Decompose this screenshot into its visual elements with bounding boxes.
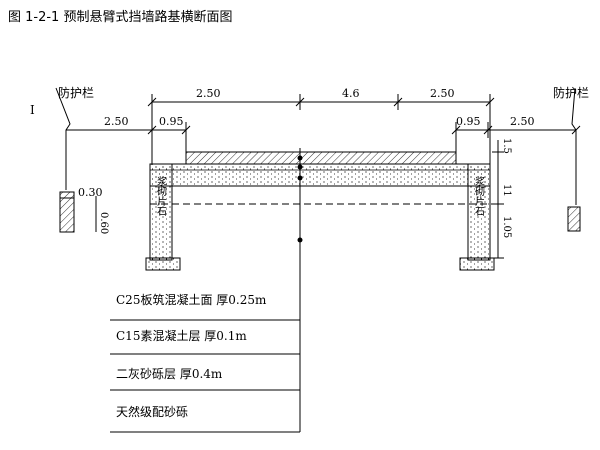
- dim-right-top-height: 1.5: [501, 138, 512, 154]
- right-wall-footing: [459, 257, 495, 271]
- layer-2: C15素混凝土层 厚0.1m: [116, 328, 247, 343]
- marker-left: I: [30, 103, 35, 117]
- guardrail-leaders: [55, 87, 577, 205]
- left-guardrail-post: [59, 191, 75, 233]
- base-layer: [149, 163, 491, 187]
- right-height-dims: [492, 140, 504, 259]
- right-wall-label-group: 浆砌片石: [473, 175, 485, 216]
- left-wall-label: 浆砌片石: [155, 175, 167, 216]
- label-right-guardrail: 防护栏: [553, 85, 589, 100]
- pavement-surface: [185, 151, 457, 165]
- left-wall-footing: [145, 257, 181, 271]
- right-wall-label: 浆砌片石: [473, 175, 485, 216]
- dim-right-side-height: 1.05: [501, 216, 512, 238]
- layer-table-lines: [110, 319, 300, 433]
- figure-title: 图 1-2-1 预制悬臂式挡墙路基横断面图: [8, 10, 233, 25]
- label-left-guardrail: 防护栏: [58, 85, 94, 100]
- layer-4: 天然级配砂砾: [116, 404, 188, 419]
- right-small-mark: 11: [501, 184, 512, 197]
- dim-left-cap: 0.95: [159, 115, 184, 128]
- layer-1: C25板筑混凝土面 厚0.25m: [116, 292, 267, 307]
- dim-right-wall: 2.50: [430, 87, 455, 100]
- dim-left-sidewalk: 2.50: [104, 115, 129, 128]
- dim-right-sidewalk: 2.50: [510, 115, 535, 128]
- second-dimension-line: [66, 122, 581, 152]
- layer-leader: [297, 148, 303, 432]
- dim-right-cap: 0.95: [456, 115, 481, 128]
- layer-3: 二灰砂砾层 厚0.4m: [116, 367, 223, 381]
- left-wall-label-group: 浆砌片石: [155, 175, 167, 216]
- dim-left-post-height: 0.60: [98, 212, 109, 234]
- right-guardrail-post: [567, 206, 581, 232]
- dim-center: 4.6: [342, 87, 360, 100]
- dim-left-post-width: 0.30: [78, 186, 103, 199]
- dim-left-wall: 2.50: [196, 87, 221, 100]
